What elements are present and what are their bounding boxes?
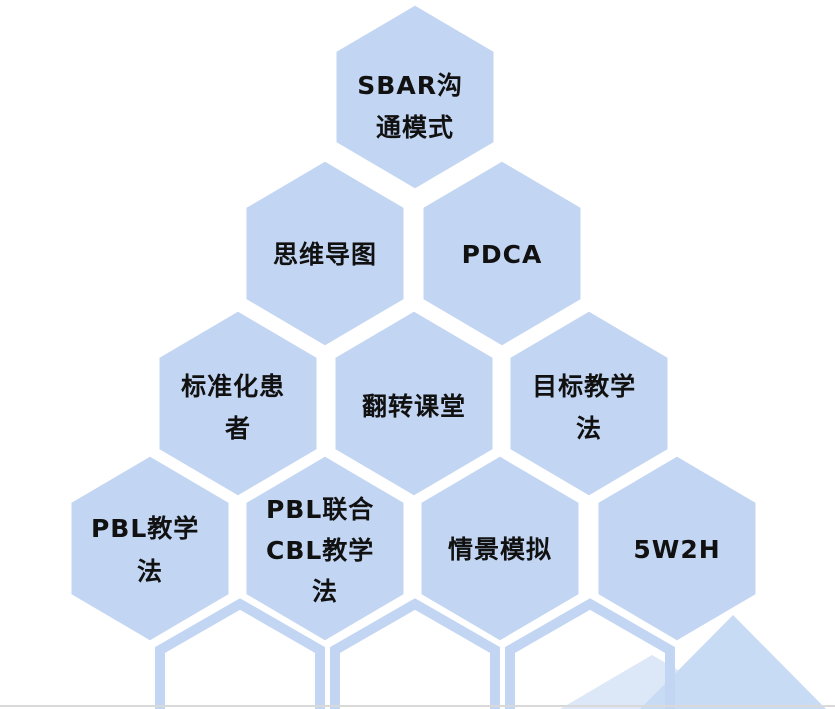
hexagon-shape — [333, 2, 497, 192]
partial-hex-outline — [505, 598, 675, 709]
hexagon-shape — [332, 308, 496, 499]
hexagon-label-line: 情景模拟 — [448, 535, 552, 564]
hexagon-label-line: 者 — [225, 414, 251, 443]
hexagon-label-line: 翻转课堂 — [362, 392, 466, 421]
hexagon-label: PDCA — [462, 240, 543, 269]
hexagon-label: SBAR沟 通模式 — [357, 71, 472, 142]
hexagon-label-line: PDCA — [462, 240, 543, 269]
hexagon-tile-pbl: PBL教学 法 — [68, 453, 232, 644]
partial-hex-outline — [155, 598, 325, 709]
hexagon-label-line: 通模式 — [376, 113, 454, 142]
hexagon-tile-5w2h: 5W2H — [595, 453, 759, 644]
hexagon-label: 标准化患 者 — [181, 372, 295, 443]
hexagon-shape — [418, 453, 582, 644]
hexagon-tile-mind-map: 思维导图 — [243, 158, 407, 349]
hexagon-label-line: 法 — [312, 577, 338, 606]
hexagon-label: 思维导图 — [273, 240, 377, 269]
hexagon-shape — [243, 453, 407, 644]
hexagon-label: PBL联合 CBL教学 法 — [266, 495, 384, 606]
decorative-triangles — [560, 615, 826, 709]
hexagon-tile-objective-teaching: 目标教学 法 — [507, 308, 671, 499]
hexagon-tile-pbl-cbl: PBL联合 CBL教学 法 — [243, 453, 407, 644]
hexagon-shape — [507, 308, 671, 499]
hexagon-label-line: 法 — [576, 414, 602, 443]
hexagon-shape — [68, 453, 232, 644]
hexagon-label-line: 标准化患 — [181, 372, 285, 401]
hexagon-label: 5W2H — [633, 535, 720, 564]
hexagon-shape — [420, 158, 584, 349]
hexagon-label: 目标教学 法 — [532, 372, 646, 443]
partial-hex-outline — [330, 598, 500, 709]
hexagon-tile-sbar: SBAR沟 通模式 — [333, 2, 497, 192]
hexagon-tile-standardized-patient: 标准化患 者 — [156, 308, 320, 499]
hexagon-shape — [595, 453, 759, 644]
hexagon-label: 翻转课堂 — [362, 392, 466, 421]
hexagon-tile-pdca: PDCA — [420, 158, 584, 349]
hexagon-label-line: 目标教学 — [532, 372, 636, 401]
hexagon-label-line: 思维导图 — [273, 240, 377, 269]
hexagon-label: 情景模拟 — [448, 535, 552, 564]
hexagon-label-line: 5W2H — [633, 535, 720, 564]
hexagon-label-line: 法 — [137, 557, 163, 586]
hexagon-label-line: PBL教学 — [91, 514, 199, 543]
hexagon-shape — [243, 158, 407, 349]
hexagon-label: PBL教学 法 — [91, 514, 209, 586]
hexagon-shape — [156, 308, 320, 499]
hexagon-label-line: PBL联合 — [266, 495, 374, 524]
decor-triangle-mid — [640, 615, 826, 709]
partial-hex-outlines — [155, 598, 675, 709]
hexagon-label-line: CBL教学 — [266, 536, 374, 565]
hexagon-tile-flipped-classroom: 翻转课堂 — [332, 308, 496, 499]
hexagon-tile-scenario-simulation: 情景模拟 — [418, 453, 582, 644]
hexagon-label-line: SBAR沟 — [357, 71, 463, 100]
